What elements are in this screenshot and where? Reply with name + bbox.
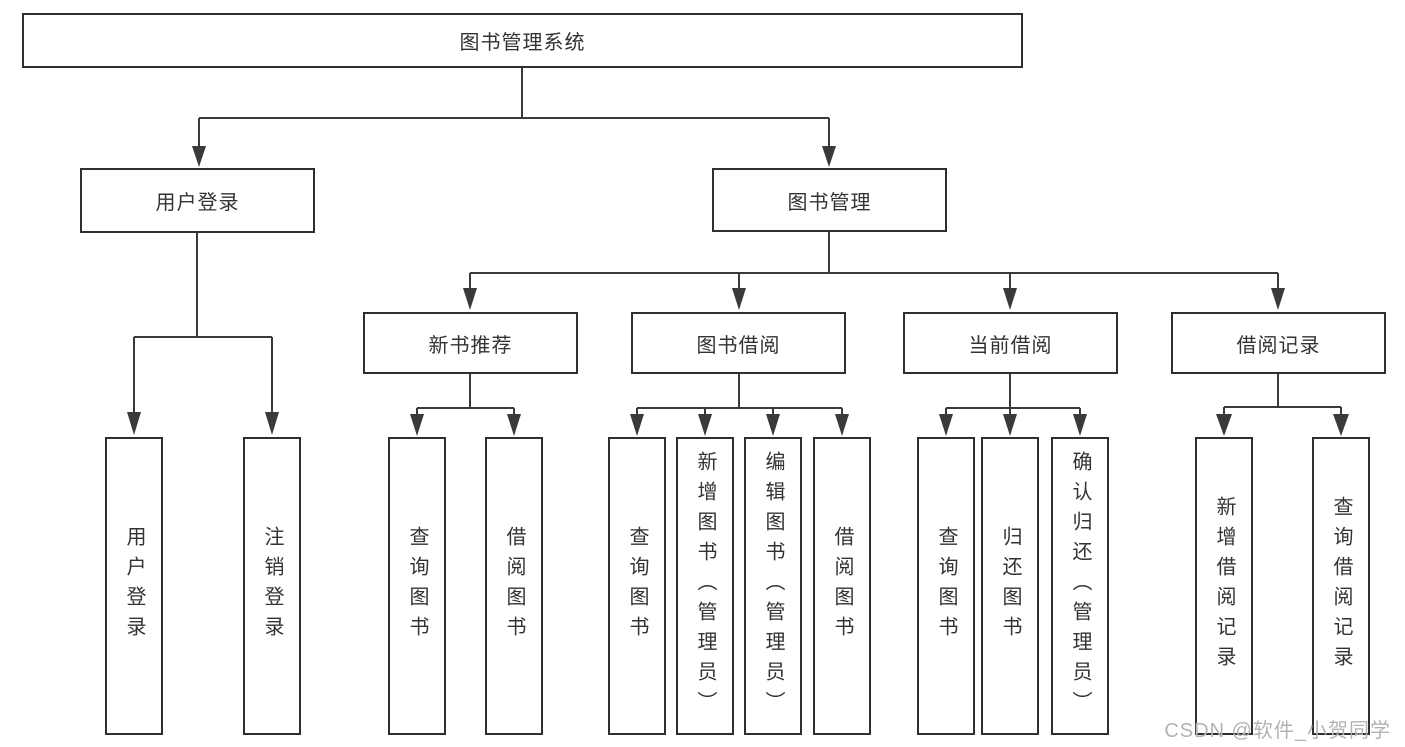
leaf-user-login-label: 用户登录 xyxy=(123,526,145,646)
node-library-system: 图书管理系统 xyxy=(22,13,1023,68)
leaf-logout-label: 注销登录 xyxy=(261,526,283,646)
leaf-borrow-books-label: 借阅图书 xyxy=(831,526,853,646)
leaf-query-books-borrow-label: 查询图书 xyxy=(626,526,648,646)
leaf-add-books-admin-label: 新增图书（管理员） xyxy=(694,451,716,721)
leaf-logout: 注销登录 xyxy=(243,437,301,735)
leaf-add-borrow-record-label: 新增借阅记录 xyxy=(1213,496,1235,676)
leaf-user-login: 用户登录 xyxy=(105,437,163,735)
leaf-query-books-current: 查询图书 xyxy=(917,437,975,735)
leaf-query-borrow-record: 查询借阅记录 xyxy=(1312,437,1370,735)
leaf-query-books-newbook: 查询图书 xyxy=(388,437,446,735)
node-new-book-recommend-label: 新书推荐 xyxy=(428,334,513,357)
node-borrow-records-label: 借阅记录 xyxy=(1236,334,1321,357)
leaf-query-borrow-record-label: 查询借阅记录 xyxy=(1330,496,1352,676)
leaf-edit-books-admin-label: 编辑图书（管理员） xyxy=(762,451,784,721)
node-borrow-records: 借阅记录 xyxy=(1171,312,1386,374)
leaf-return-books: 归还图书 xyxy=(981,437,1039,735)
leaf-confirm-return-admin-label: 确认归还（管理员） xyxy=(1069,451,1091,721)
leaf-return-books-label: 归还图书 xyxy=(999,526,1021,646)
leaf-edit-books-admin: 编辑图书（管理员） xyxy=(744,437,802,735)
leaf-borrow-books-newbook-label: 借阅图书 xyxy=(503,526,525,646)
leaf-add-books-admin: 新增图书（管理员） xyxy=(676,437,734,735)
leaf-query-books-current-label: 查询图书 xyxy=(935,526,957,646)
node-book-borrow: 图书借阅 xyxy=(631,312,846,374)
node-book-borrow-label: 图书借阅 xyxy=(696,334,781,357)
node-current-borrow: 当前借阅 xyxy=(903,312,1118,374)
node-current-borrow-label: 当前借阅 xyxy=(968,334,1053,357)
leaf-query-books-newbook-label: 查询图书 xyxy=(406,526,428,646)
node-new-book-recommend: 新书推荐 xyxy=(363,312,578,374)
node-user-login: 用户登录 xyxy=(80,168,315,233)
leaf-borrow-books: 借阅图书 xyxy=(813,437,871,735)
node-library-system-label: 图书管理系统 xyxy=(459,32,586,54)
leaf-add-borrow-record: 新增借阅记录 xyxy=(1195,437,1253,735)
leaf-confirm-return-admin: 确认归还（管理员） xyxy=(1051,437,1109,735)
watermark-text: CSDN @软件_小贺同学 xyxy=(1164,720,1391,742)
leaf-borrow-books-newbook: 借阅图书 xyxy=(485,437,543,735)
node-user-login-label: 用户登录 xyxy=(155,192,240,214)
leaf-query-books-borrow: 查询图书 xyxy=(608,437,666,735)
node-book-management-label: 图书管理 xyxy=(787,191,872,214)
node-book-management: 图书管理 xyxy=(712,168,947,232)
